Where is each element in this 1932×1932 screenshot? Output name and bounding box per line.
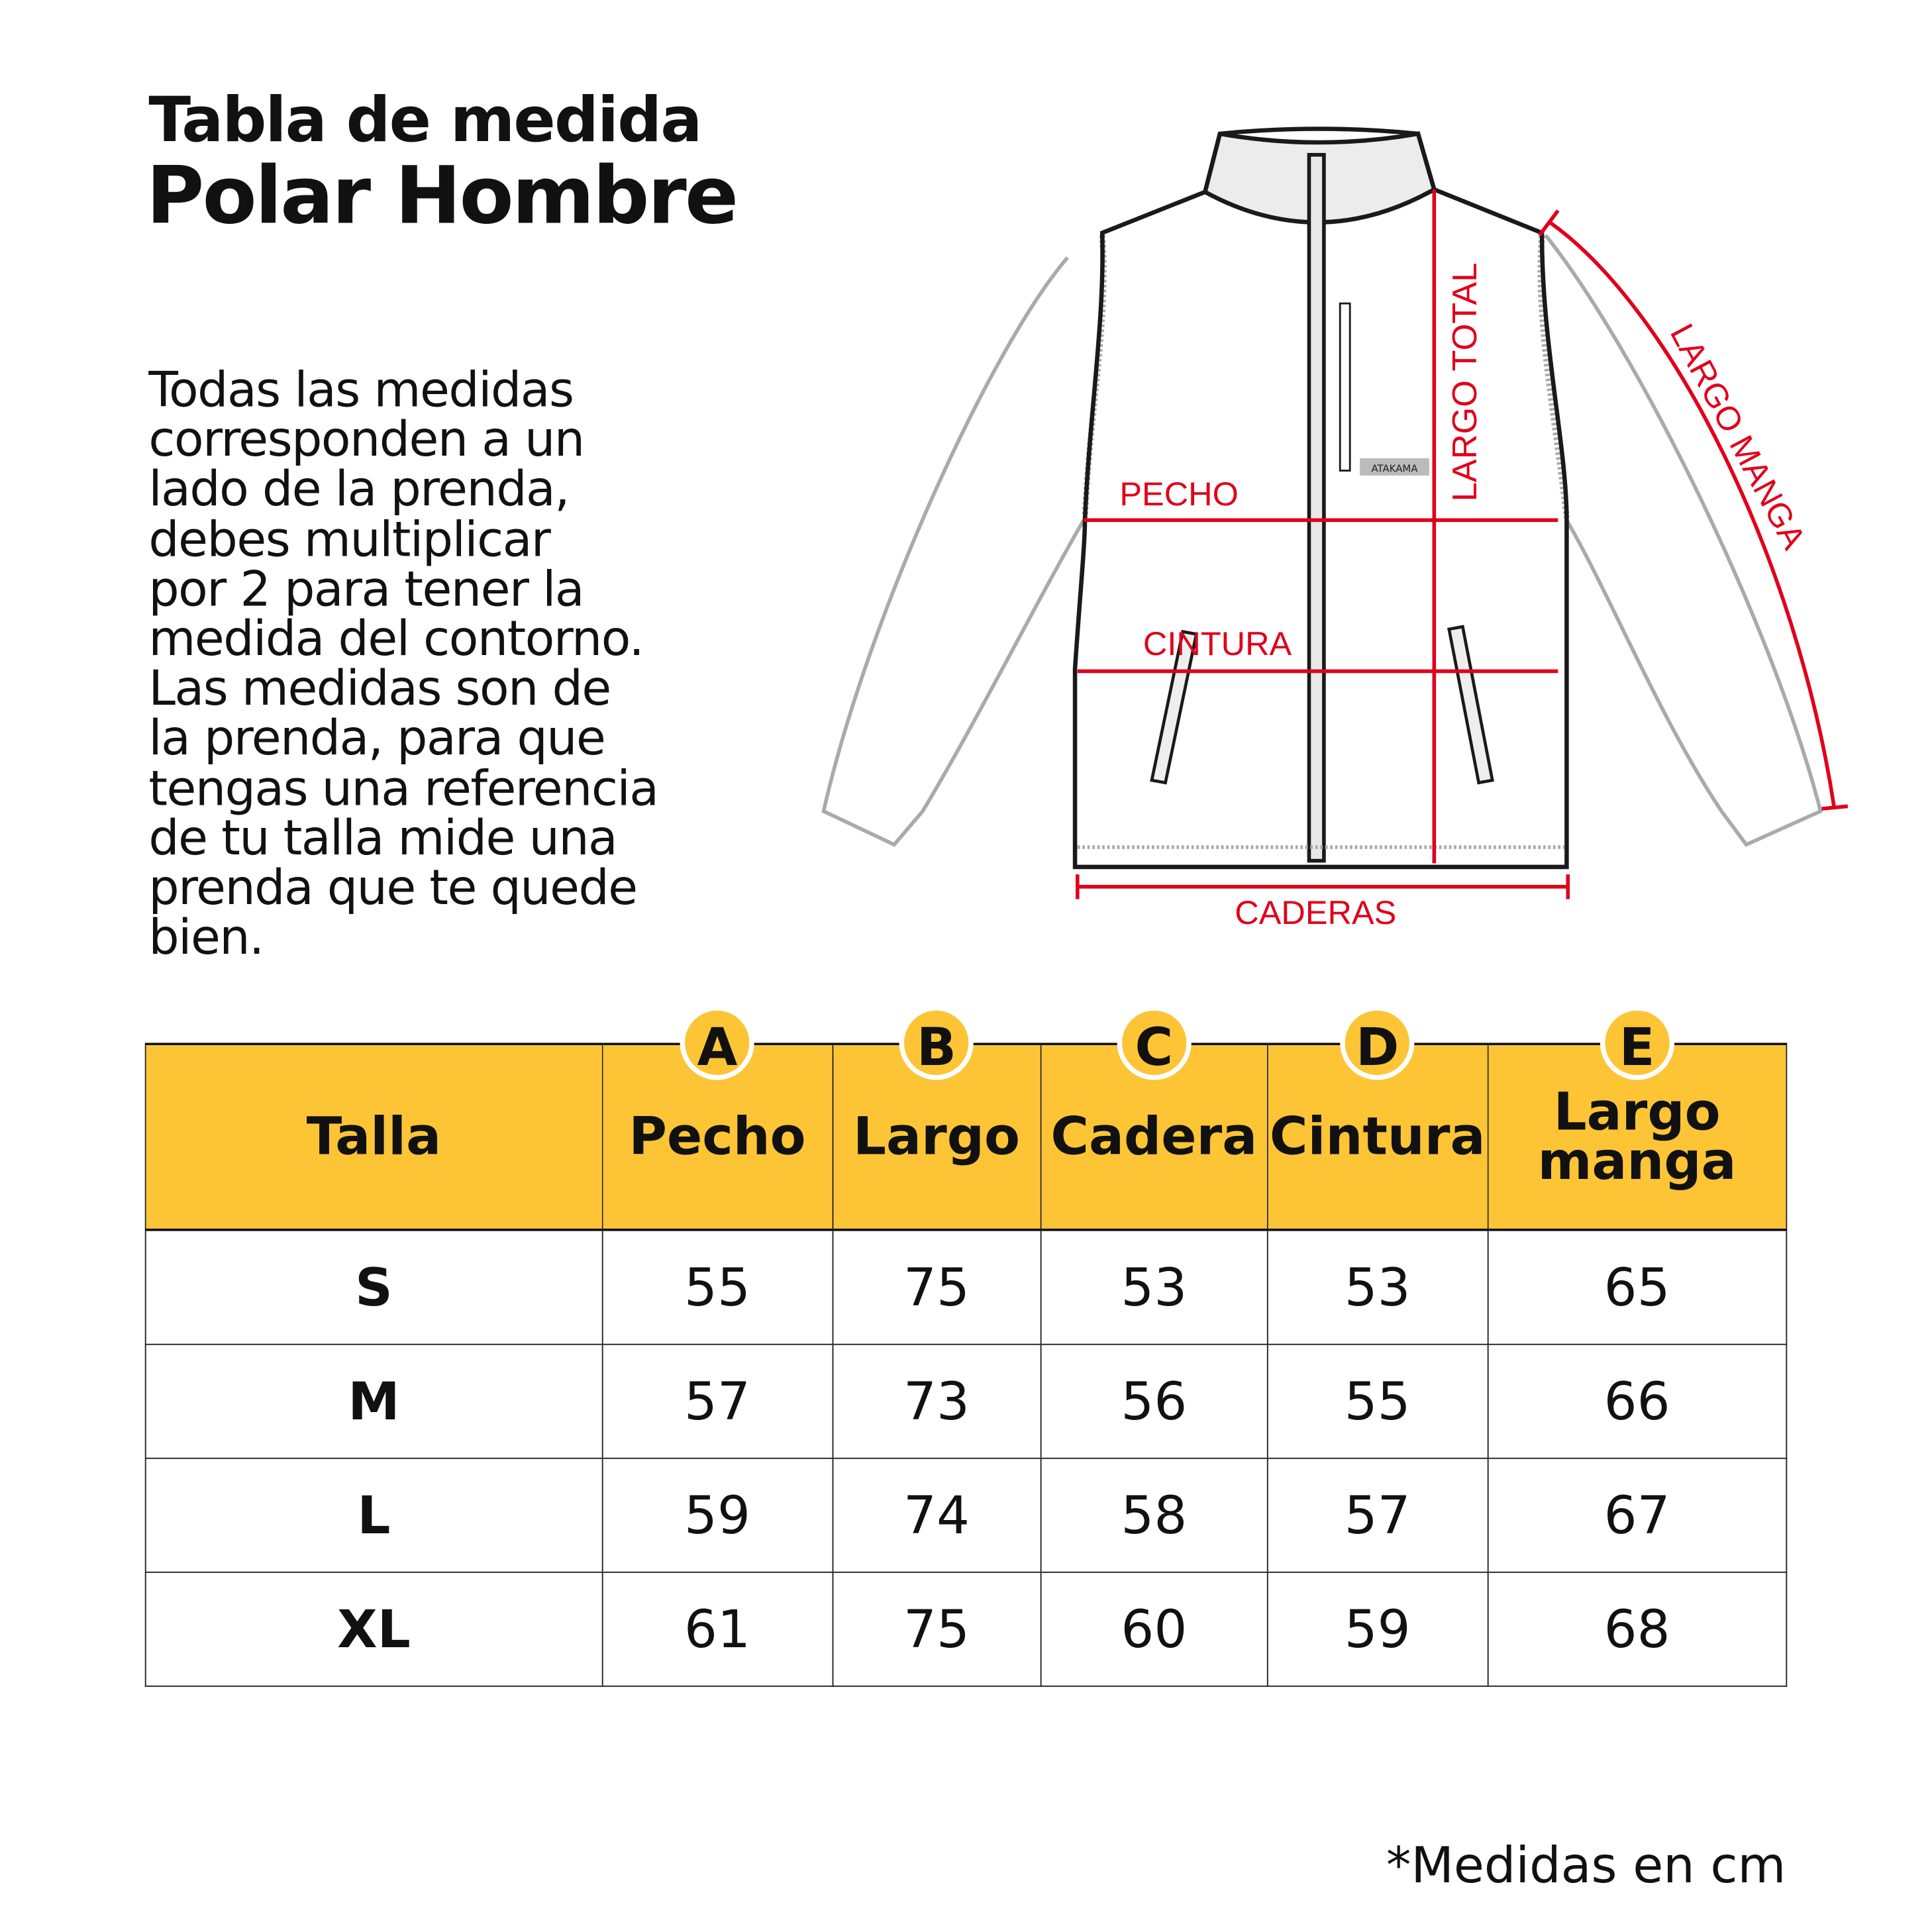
title-line-2: Polar Hombre bbox=[146, 151, 738, 243]
value-cell: 59 bbox=[601, 1457, 833, 1573]
cintura-label: CINTURA bbox=[1143, 625, 1292, 662]
pecho-label: PECHO bbox=[1119, 475, 1238, 513]
value-cell: 58 bbox=[1040, 1457, 1268, 1573]
description: Todas las medidas corresponden a un lado… bbox=[148, 362, 659, 966]
value-cell: 59 bbox=[1266, 1571, 1488, 1687]
value-cell: 73 bbox=[831, 1343, 1042, 1459]
size-cell: L bbox=[144, 1457, 603, 1573]
value-cell: 55 bbox=[1266, 1343, 1488, 1459]
badge-d: D bbox=[1340, 1005, 1415, 1080]
brand-label bbox=[1360, 458, 1429, 476]
footnote: *Medidas en cm bbox=[1386, 1837, 1786, 1895]
value-cell: 53 bbox=[1040, 1229, 1268, 1345]
size-cell: M bbox=[144, 1343, 603, 1459]
measure-lines bbox=[1076, 189, 1849, 899]
value-cell: 53 bbox=[1266, 1229, 1488, 1345]
value-cell: 57 bbox=[1266, 1457, 1488, 1573]
header-talla: Talla bbox=[144, 1042, 603, 1231]
value-cell: 68 bbox=[1486, 1571, 1788, 1687]
value-cell: 67 bbox=[1486, 1457, 1788, 1573]
title-line-1: Tabla de medida bbox=[148, 84, 702, 156]
value-cell: 74 bbox=[831, 1457, 1042, 1573]
badge-b: B bbox=[899, 1005, 974, 1080]
size-cell: XL bbox=[144, 1571, 603, 1687]
largo-manga-line bbox=[1549, 221, 1837, 808]
value-cell: 57 bbox=[601, 1343, 833, 1459]
size-cell: S bbox=[144, 1229, 603, 1345]
value-cell: 75 bbox=[831, 1571, 1042, 1687]
value-cell: 60 bbox=[1040, 1571, 1268, 1687]
badge-c: C bbox=[1117, 1005, 1192, 1080]
largo-total-label: LARGO TOTAL bbox=[1446, 263, 1484, 502]
value-cell: 55 bbox=[601, 1229, 833, 1345]
caderas-label: CADERAS bbox=[1235, 893, 1396, 931]
brand-text: ATAKAMA bbox=[1371, 462, 1418, 474]
jacket-diagram: ATAKAMA PECHO CINTURA CADERAS LARGO TOTA… bbox=[821, 127, 1849, 931]
value-cell: 61 bbox=[601, 1571, 833, 1687]
badge-a: A bbox=[680, 1005, 755, 1080]
jacket-body bbox=[1072, 127, 1569, 870]
value-cell: 56 bbox=[1040, 1343, 1268, 1459]
largo-manga-label: LARGO MANGA bbox=[1663, 318, 1813, 556]
value-cell: 66 bbox=[1486, 1343, 1788, 1459]
value-cell: 75 bbox=[831, 1229, 1042, 1345]
value-cell: 65 bbox=[1486, 1229, 1788, 1345]
badge-e: E bbox=[1600, 1005, 1674, 1080]
